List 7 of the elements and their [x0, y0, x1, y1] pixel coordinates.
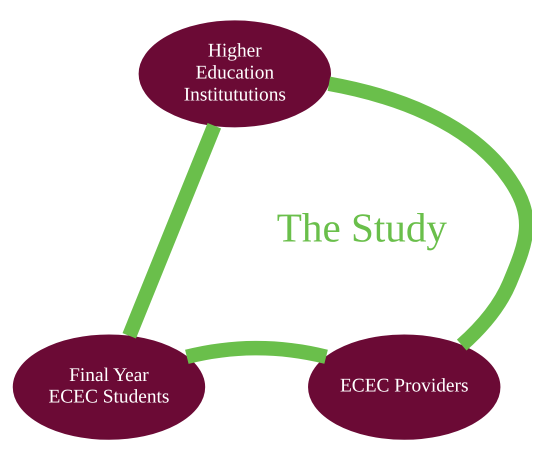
node-ellipse: ECEC Providers: [308, 334, 500, 440]
node-ellipse: Final Year ECEC Students: [12, 334, 206, 440]
connector: [122, 123, 222, 339]
node-ellipse: Higher Education Institututions: [138, 20, 332, 128]
connector: [185, 340, 328, 364]
connector: [328, 76, 532, 350]
label: The Study: [276, 204, 447, 251]
